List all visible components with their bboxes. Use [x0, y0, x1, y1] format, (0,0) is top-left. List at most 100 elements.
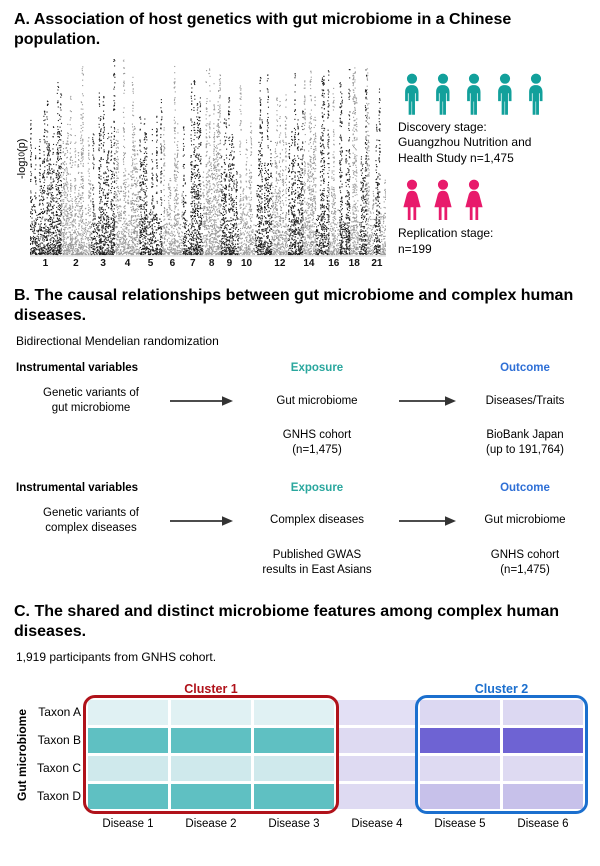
cohort-panel: Discovery stage: Guangzhou Nutrition and…: [394, 59, 550, 272]
chromosome-tick-label: 1: [42, 257, 49, 269]
instrumental-variables-header: Instrumental variables: [16, 362, 139, 375]
ylabel-subscript: 10: [17, 151, 27, 161]
heatmap-cell-taxon-d-disease-4: [337, 784, 417, 810]
female-person-icon: [465, 180, 483, 221]
chromosome-tick-label: 5: [147, 257, 154, 269]
ylabel-prefix: -log: [16, 160, 28, 179]
exposure-subtext: Published GWAS results in East Asians: [262, 548, 372, 576]
exposure-text: Complex diseases: [270, 514, 364, 527]
panel-b-title: B. The causal relationships between gut …: [14, 286, 574, 324]
right-arrow-icon: [166, 515, 238, 527]
column-label-disease-2: Disease 2: [185, 818, 237, 831]
mr-block-reverse: Instrumental variables Exposure Outcome …: [16, 482, 586, 578]
row-label-taxon-b: Taxon B: [37, 733, 81, 748]
outcome-subtext: BioBank Japan (up to 191,764): [485, 429, 564, 457]
panel-a: A. Association of host genetics with gut…: [14, 10, 586, 272]
heatmap-cell-taxon-b-disease-2: [171, 728, 251, 754]
outcome-text: Diseases/Traits: [485, 394, 565, 407]
right-arrow-icon: [396, 395, 460, 407]
heatmap-cell-taxon-a-disease-3: [254, 700, 334, 726]
manhattan-scatter-canvas: [30, 58, 386, 257]
heatmap-grid-area: [83, 695, 588, 815]
iv-text: Genetic variants of gut microbiome: [43, 387, 139, 415]
panel-c: C. The shared and distinct microbiome fe…: [14, 602, 588, 830]
heatmap-cell-taxon-a-disease-2: [171, 700, 251, 726]
outcome-subtext: GNHS cohort (n=1,475): [490, 548, 560, 576]
heatmap-cell-taxon-c-disease-5: [420, 756, 500, 782]
heatmap-cell-taxon-b-disease-3: [254, 728, 334, 754]
heatmap-cell-taxon-b-disease-6: [503, 728, 583, 754]
chromosome-tick-label: 8: [208, 257, 215, 269]
heatmap-cell-taxon-d-disease-2: [171, 784, 251, 810]
row-label-taxon-d: Taxon D: [36, 789, 81, 804]
replication-stage-text: Replication stage: n=199: [398, 226, 494, 256]
mr-block-forward: Instrumental variables Exposure Outcome …: [16, 362, 586, 458]
outcome-header: Outcome: [500, 482, 550, 494]
heatmap-cell-taxon-c-disease-6: [503, 756, 583, 782]
column-label-disease-1: Disease 1: [102, 818, 154, 831]
chromosome-tick-label: 16: [328, 257, 340, 269]
exposure-text: Gut microbiome: [276, 394, 358, 407]
panel-c-title: C. The shared and distinct microbiome fe…: [14, 602, 559, 641]
heatmap-cell-taxon-c-disease-3: [254, 756, 334, 782]
right-arrow-icon: [396, 515, 460, 527]
heatmap-grid: [88, 700, 583, 810]
row-label-taxon-c: Taxon C: [36, 761, 81, 776]
chromosome-tick-label: 10: [240, 257, 253, 269]
heatmap-cell-taxon-d-disease-1: [88, 784, 168, 810]
chromosome-tick-label: 7: [190, 257, 196, 269]
heatmap-row-labels: Taxon A Taxon B Taxon C Taxon D: [30, 700, 88, 830]
row-label-taxon-a: Taxon A: [38, 705, 81, 720]
mr-subtitle: Bidirectional Mendelian randomization: [16, 334, 219, 349]
chromosome-tick-label: 12: [274, 257, 286, 269]
female-person-icon: [434, 180, 452, 221]
discovery-cohort-icons: [398, 73, 550, 117]
cluster-1-label: Cluster 1: [184, 682, 238, 697]
female-person-icon: [403, 180, 421, 221]
male-person-icon: [405, 73, 419, 115]
cluster-2-label: Cluster 2: [474, 682, 529, 697]
heatmap-y-axis-label: Gut microbiome: [15, 708, 29, 801]
heatmap-cell-taxon-b-disease-1: [88, 728, 168, 754]
chromosome-tick-label: 21: [371, 257, 383, 269]
heatmap-cell-taxon-c-disease-4: [337, 756, 417, 782]
heatmap-cell-taxon-d-disease-3: [254, 784, 334, 810]
male-person-icon: [529, 73, 543, 115]
heatmap-cell-taxon-c-disease-2: [171, 756, 251, 782]
chromosome-tick-label: 18: [348, 257, 360, 269]
ylabel-suffix: (p): [16, 137, 28, 152]
heatmap-cell-taxon-d-disease-5: [420, 784, 500, 810]
heatmap-cell-taxon-a-disease-4: [337, 700, 417, 726]
chromosome-tick-label: 14: [303, 257, 315, 269]
column-label-disease-3: Disease 3: [268, 818, 320, 831]
male-person-icon: [436, 73, 450, 115]
heatmap-cell-taxon-a-disease-5: [420, 700, 500, 726]
column-label-disease-5: Disease 5: [434, 818, 486, 831]
heatmap-cell-taxon-b-disease-5: [420, 728, 500, 754]
heatmap-cell-taxon-b-disease-4: [337, 728, 417, 754]
panel-b: B. The causal relationships between gut …: [14, 286, 586, 578]
panel-a-title: A. Association of host genetics with gut…: [14, 11, 512, 49]
heatmap-cell-taxon-a-disease-6: [503, 700, 583, 726]
heatmap-cell-taxon-c-disease-1: [88, 756, 168, 782]
panel-c-subtitle: 1,919 participants from GNHS cohort.: [16, 650, 217, 665]
chromosome-tick-label: 3: [100, 257, 106, 269]
iv-text: Genetic variants of complex diseases: [43, 507, 139, 534]
outcome-text: Gut microbiome: [484, 514, 566, 527]
chromosome-tick-label: 9: [226, 257, 233, 269]
discovery-stage-text: Discovery stage: Guangzhou Nutrition and…: [398, 119, 532, 165]
replication-cohort-icons: [398, 179, 550, 223]
instrumental-variables-header: Instrumental variables: [16, 482, 139, 494]
chromosome-tick-label: 4: [124, 257, 131, 269]
chromosome-tick-label: 2: [73, 257, 79, 269]
chromosome-tick-label: 6: [169, 257, 176, 269]
cluster-labels: Cluster 1 Cluster 2: [88, 678, 583, 700]
